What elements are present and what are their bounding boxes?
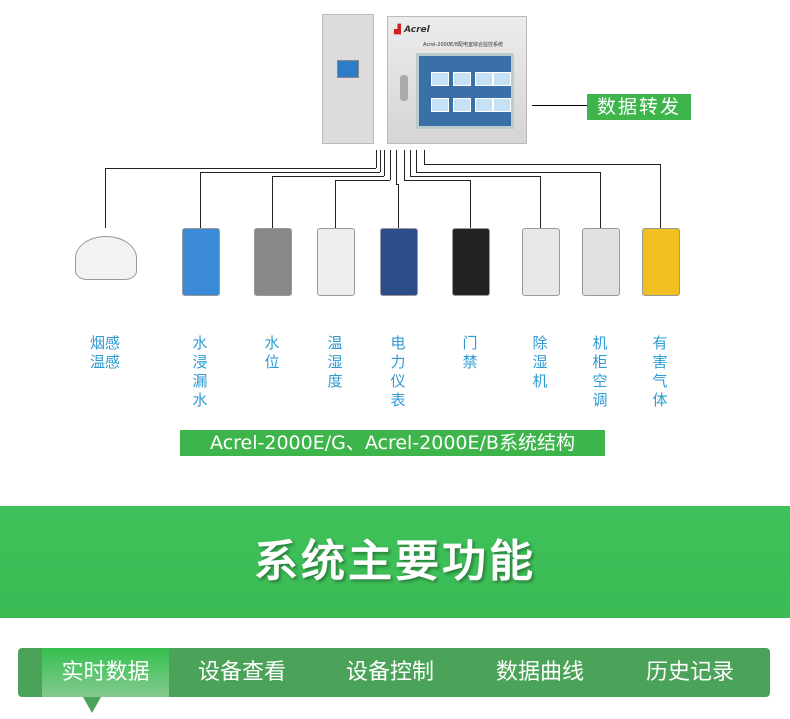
wire-segment (600, 172, 601, 228)
gas-detector-image (642, 228, 680, 296)
water-level-sensor-label: 水位 (264, 334, 280, 371)
section-title: 系统主要功能 (254, 536, 536, 587)
wire-segment (335, 180, 336, 228)
wire-segment (398, 184, 399, 228)
section-banner: 系统主要功能 (0, 506, 790, 618)
touch-screen (416, 53, 514, 129)
access-control-label: 门禁 (462, 334, 478, 371)
wire-segment (105, 168, 376, 169)
tab-device-control[interactable]: 设备控制 (345, 660, 434, 685)
smoke-temp-detector-label: 烟感温感 (89, 334, 120, 371)
wire-segment (404, 150, 405, 180)
data-forward-label: 数据转发 (587, 94, 691, 120)
server-cabinet (322, 14, 374, 144)
tab-device-view[interactable]: 设备查看 (197, 660, 286, 685)
system-structure-caption: Acrel-2000E/G、Acrel-2000E/B系统结构 (180, 430, 605, 456)
wire-segment (660, 164, 661, 228)
water-level-sensor-image (254, 228, 292, 296)
access-control-image (452, 228, 490, 296)
wire-segment (396, 150, 397, 184)
wire-segment (376, 150, 377, 168)
dehumidifier-image (522, 228, 560, 296)
water-leak-sensor-image (182, 228, 220, 296)
wire-segment (404, 180, 470, 181)
wire-segment (105, 168, 106, 228)
power-meter-label: 电力仪表 (390, 334, 406, 409)
wire-segment (470, 180, 471, 228)
forward-line (532, 105, 587, 106)
wire-segment (540, 176, 541, 228)
brand-logo: ▟ Acrel (394, 25, 430, 35)
power-meter-image (380, 228, 418, 296)
wire-segment (396, 184, 398, 185)
wire-segment (390, 150, 391, 180)
wire-segment (335, 180, 390, 181)
wire-segment (424, 150, 425, 164)
wire-segment (416, 150, 417, 172)
wire-segment (424, 164, 660, 165)
dehumidifier-label: 除湿机 (532, 334, 548, 390)
cabinet-ac-label: 机柜空调 (592, 334, 608, 409)
wire-segment (272, 176, 273, 228)
water-leak-sensor-label: 水浸漏水 (192, 334, 208, 409)
controller-model: Acrel-2000E/8配电室综合监控系统 (423, 42, 504, 48)
temp-humidity-meter-image (317, 228, 355, 296)
wire-segment (384, 150, 385, 176)
wire-segment (200, 172, 201, 228)
temp-humidity-meter-label: 温湿度 (327, 334, 343, 390)
wire-segment (272, 176, 384, 177)
active-tab-pointer (83, 697, 101, 713)
lock-handle (400, 75, 408, 101)
wire-segment (410, 176, 540, 177)
wire-segment (200, 172, 380, 173)
tab-history[interactable]: 历史记录 (645, 660, 734, 685)
function-tabs: 实时数据 设备查看 设备控制 数据曲线 历史记录 (18, 648, 770, 697)
monitoring-controller: ▟ Acrel Acrel-2000E/8配电室综合监控系统 (387, 16, 527, 144)
wire-segment (410, 150, 411, 176)
gas-detector-label: 有害气体 (652, 334, 668, 409)
tab-data-curve[interactable]: 数据曲线 (495, 660, 584, 685)
wire-segment (380, 150, 381, 172)
wire-segment (416, 172, 600, 173)
tab-realtime-data[interactable]: 实时数据 (42, 648, 169, 697)
smoke-temp-detector-image (75, 236, 137, 280)
cabinet-ac-image (582, 228, 620, 296)
